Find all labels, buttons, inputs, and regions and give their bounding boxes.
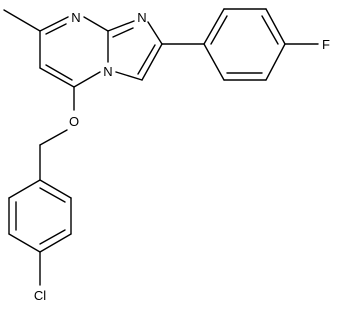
bond-fp-1 <box>203 8 225 45</box>
bond-cp-6 <box>8 179 41 199</box>
bond-fp-1-inner <box>210 15 228 45</box>
bond-fp-3-inner <box>261 15 279 45</box>
bond-fp-3 <box>265 8 286 45</box>
bond-fp-6 <box>203 43 225 81</box>
bond-c7-n8-inner <box>45 23 67 35</box>
atom-label-n-imidazole: N <box>137 10 146 25</box>
bond-cp-4 <box>8 233 41 253</box>
bond-n1-c2 <box>147 21 163 45</box>
atom-label-f: F <box>322 37 330 52</box>
bond-cp-3 <box>39 233 72 253</box>
bond-c8a-n1 <box>107 20 135 32</box>
atom-label-n-bridgehead: N <box>103 64 112 79</box>
bond-layer <box>3 8 319 286</box>
atom-label-n-pyrimidine: N <box>71 10 80 25</box>
bond-n8-c8a <box>83 16 109 32</box>
bond-o-ch2 <box>39 129 68 146</box>
bond-cp-3-inner <box>39 229 66 245</box>
bond-cp-1-inner <box>39 187 66 203</box>
bond-methyl <box>3 9 41 32</box>
atom-label-layer: N N N O F Cl <box>34 10 330 303</box>
bond-c3-n4 <box>115 71 143 81</box>
bond-c8a-n1-inner <box>112 27 134 38</box>
bond-c7-n8 <box>39 16 69 32</box>
bond-c5-c6-inner <box>45 64 73 81</box>
bond-c2-c3-inner <box>137 44 156 75</box>
bond-cp-1 <box>39 179 72 199</box>
atom-label-cl: Cl <box>34 288 46 303</box>
atom-label-o-ether: O <box>69 114 79 129</box>
bond-c5-c6 <box>39 67 75 88</box>
bond-fp-4 <box>265 43 286 81</box>
bond-c2-c3 <box>141 43 163 81</box>
bond-n4-c5 <box>73 71 101 88</box>
